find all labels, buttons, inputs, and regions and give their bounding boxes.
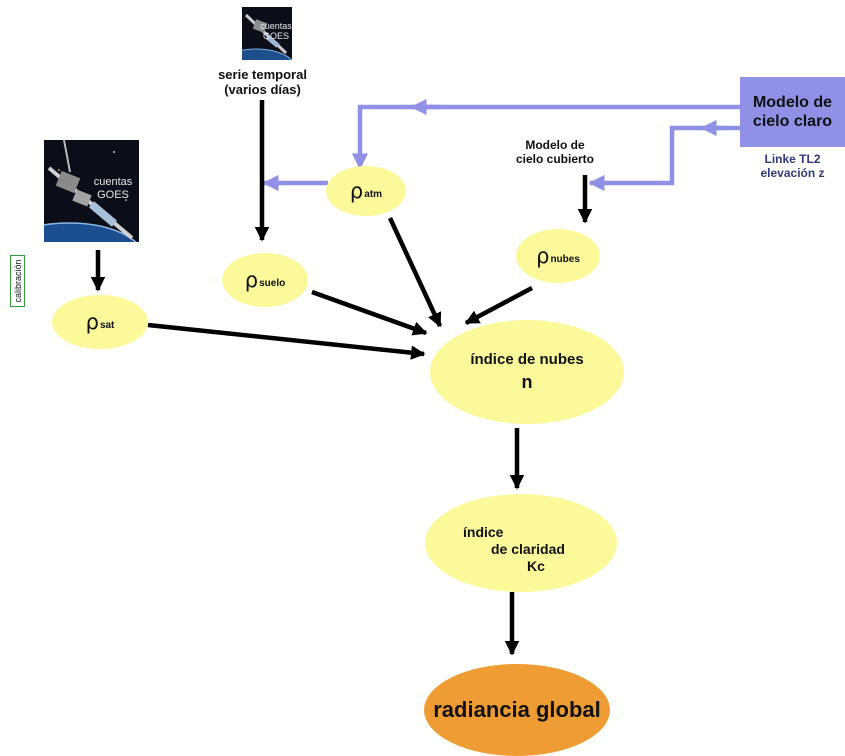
goes-satellite-image-top: cuentas GOES xyxy=(242,7,292,60)
goes-satellite-image-left: cuentas GOES xyxy=(44,140,139,242)
clearness-index-line2: de claridad xyxy=(491,541,565,557)
cielo-cubierto-label: Modelo de cielo cubierto xyxy=(485,138,625,166)
clear-sky-line2: cielo claro xyxy=(752,113,833,130)
rho-suelo-subscript: suelo xyxy=(259,277,286,289)
linke-line2: elevación z xyxy=(760,166,825,180)
rho-atm-subscript: atm xyxy=(364,188,383,200)
calibration-label: calibración xyxy=(12,259,23,303)
left-satellite-caption-1: cuentas xyxy=(93,176,133,188)
clearness-index-node: índice de claridad Kc xyxy=(425,494,617,592)
linke-label: Linke TL2 elevación z xyxy=(740,152,845,180)
left-satellite-caption-2: GOES xyxy=(97,189,129,201)
atm-to-indice-arrow xyxy=(387,217,443,328)
satellite-icon xyxy=(44,140,139,242)
rho-nubes-subscript: nubes xyxy=(550,253,580,265)
clearness-index-line1: índice xyxy=(463,524,504,540)
serie-temporal-line1: serie temporal xyxy=(218,67,307,82)
clear-sky-line1: Modelo de xyxy=(752,94,833,111)
clear-sky-model-box: Modelo de cielo claro xyxy=(740,77,845,147)
linke-line1: Linke TL2 xyxy=(764,152,821,166)
clearness-index-symbol: Kc xyxy=(527,558,545,574)
rho-atm-symbol: ρ xyxy=(349,179,364,203)
nubes-to-indice-arrow xyxy=(464,286,534,325)
sat-to-indice-arrow xyxy=(147,322,426,360)
cloud-index-node: índice de nubes n xyxy=(430,320,624,424)
global-radiance-label: radiancia global xyxy=(433,697,601,722)
serie-temporal-label: serie temporal (varios días) xyxy=(195,67,330,97)
rho-suelo-symbol: ρ xyxy=(244,268,259,292)
cloud-index-title: índice de nubes xyxy=(470,351,584,368)
serie-temporal-line2: (varios días) xyxy=(224,82,301,97)
calibration-badge: calibración xyxy=(10,255,25,307)
cielo-cubierto-line1: Modelo de xyxy=(525,138,585,152)
top-satellite-caption-1: cuentas xyxy=(260,21,292,31)
clear-sky-to-atm-connector xyxy=(351,104,740,170)
satellite-icon xyxy=(242,13,292,60)
cloud-index-symbol: n xyxy=(521,372,533,392)
global-radiance-node: radiancia global xyxy=(424,664,610,756)
suelo-to-indice-arrow xyxy=(311,289,428,336)
rho-sat-subscript: sat xyxy=(99,319,115,331)
rho-sat-symbol: ρ xyxy=(85,310,99,334)
rho-nubes-symbol: ρ xyxy=(536,244,550,268)
cielo-cubierto-line2: cielo cubierto xyxy=(515,152,595,166)
top-satellite-caption-2: GOES xyxy=(262,31,289,41)
